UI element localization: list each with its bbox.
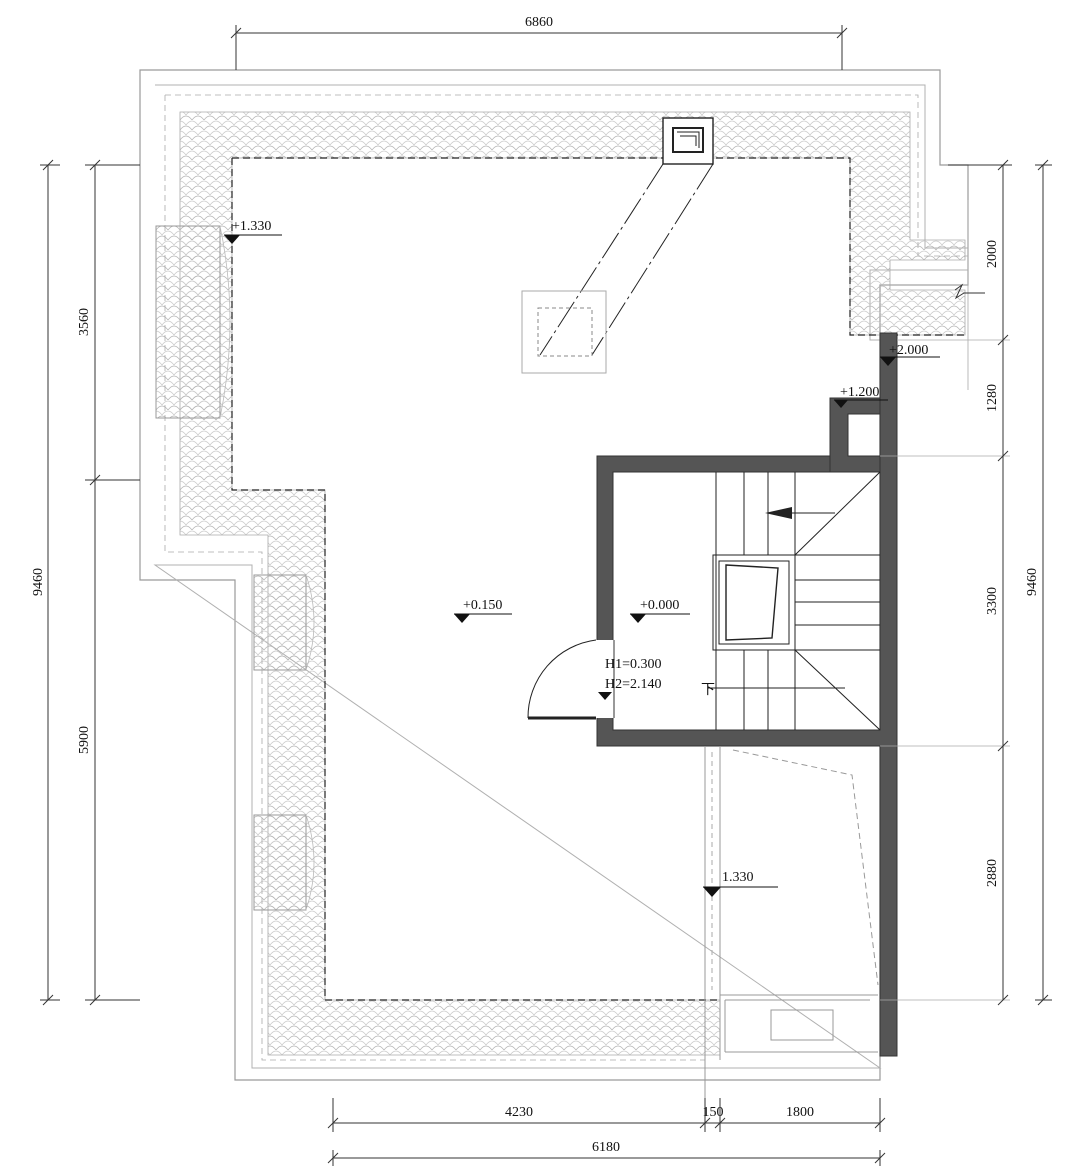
stair-void-shape: [725, 564, 779, 641]
door-opening: [596, 640, 614, 718]
gutter-dashed-line: [231, 157, 965, 1001]
level-text-roof-lower: 1.330: [722, 870, 754, 885]
door-note-marker-icon: [598, 692, 612, 700]
level-marker-roof-upper: +1.330: [224, 219, 282, 244]
level-marker-roof-lower: 1.330: [703, 870, 778, 897]
dim-right-overall: 9460: [1025, 568, 1040, 596]
level-text-stair-room: +0.000: [640, 598, 679, 613]
level-marker-parapet-high: +2.000: [880, 343, 940, 366]
balcony-dashed: [732, 749, 879, 986]
dim-right-third: 3300: [985, 587, 1000, 615]
stair-arrow-head-icon: [765, 507, 792, 519]
level-text-parapet-mid: +1.200: [840, 385, 879, 400]
flue-line-1: [539, 163, 664, 356]
dim-bottom-overall: 6180: [592, 1140, 620, 1155]
break-symbol: [954, 283, 985, 300]
door-note-h2: H2=2.140: [605, 677, 662, 692]
right-step-outline: [880, 200, 1010, 1001]
level-marker-stair-room: +0.000: [630, 598, 690, 623]
level-text-parapet-high: +2.000: [889, 343, 928, 358]
dim-right-second: 1280: [985, 384, 1000, 412]
chimney-inner-lines: [677, 131, 700, 148]
flue-base-outer: [521, 290, 607, 374]
tile-band-dormer-lower1: [253, 574, 307, 671]
dim-right-bottom: 2880: [985, 859, 1000, 887]
dim-left-upper: 3560: [77, 308, 92, 336]
chimney: [662, 117, 714, 165]
balcony-drain: [770, 1009, 834, 1041]
level-marker-terrace: +0.150: [454, 598, 512, 623]
chimney-inner: [672, 127, 704, 153]
level-marker-parapet-mid: +1.200: [834, 385, 888, 408]
flue-base-inner: [537, 307, 593, 357]
parapet-block: [829, 397, 881, 473]
door-note-h1: H1=0.300: [605, 657, 662, 672]
outer-dashed-line: [164, 94, 968, 1061]
level-text-terrace: +0.150: [463, 598, 502, 613]
dim-left-lower: 5900: [77, 726, 92, 754]
level-text-roof-upper: +1.330: [232, 219, 271, 234]
balcony-outline: [704, 746, 878, 1098]
dim-bottom-left: 4230: [505, 1105, 533, 1120]
dimension-lines: [40, 25, 1052, 1166]
dim-right-top: 2000: [985, 240, 1000, 268]
dim-top-overall: 6860: [525, 15, 553, 30]
tile-band-dormer-left: [155, 225, 221, 419]
dormer-curves: [219, 225, 315, 911]
stair-treads: [712, 471, 881, 731]
stair-core-wall: [596, 332, 898, 1057]
tile-band-dormer-lower2: [253, 814, 307, 911]
stair-direction-note: 下: [701, 683, 715, 698]
flue-line-2: [591, 163, 714, 356]
dim-left-overall: 9460: [31, 568, 46, 596]
dim-bottom-mid: 150: [703, 1105, 724, 1120]
dim-bottom-right: 1800: [786, 1105, 814, 1120]
door-swing: [527, 639, 597, 719]
